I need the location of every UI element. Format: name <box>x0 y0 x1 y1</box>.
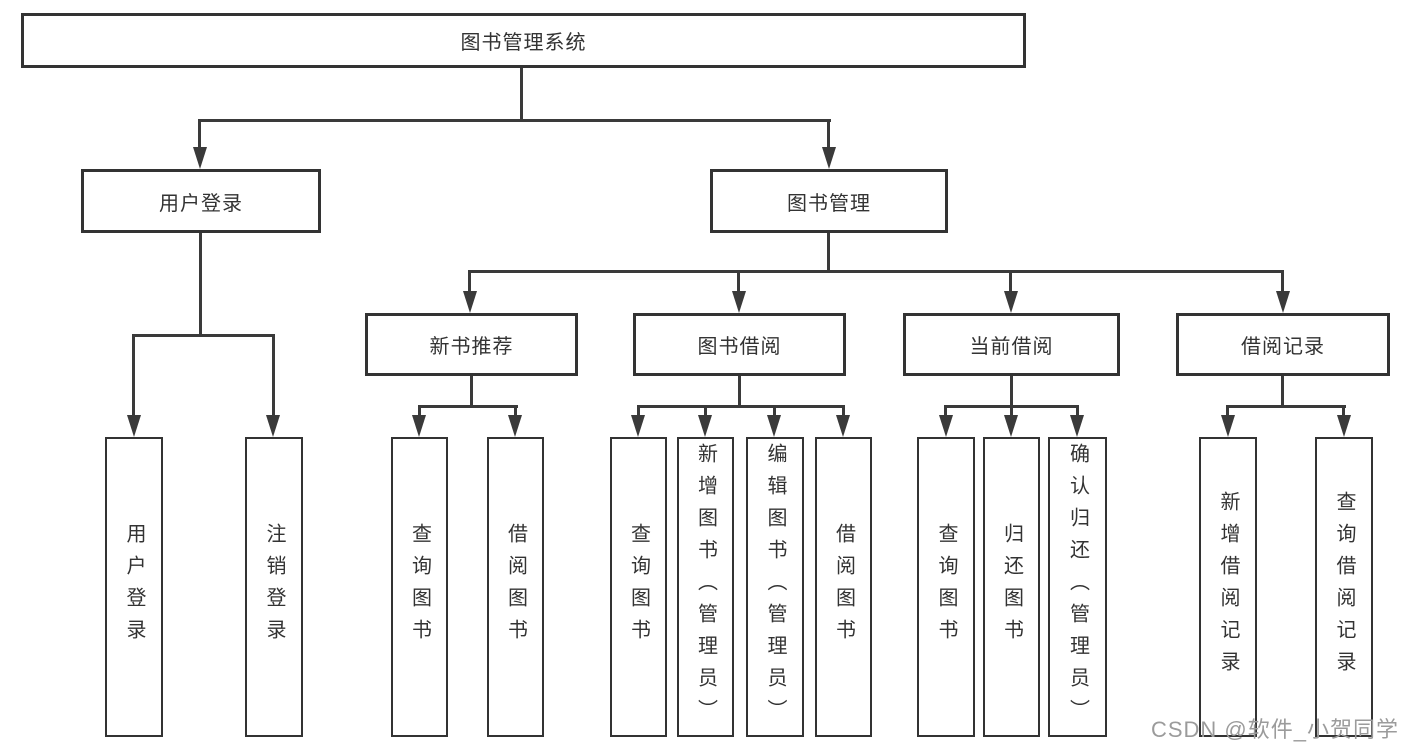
leaf-query-books-2: 查询图书 <box>610 437 667 737</box>
leaf-return-books: 归还图书 <box>983 437 1040 737</box>
connector-line <box>1226 405 1346 408</box>
node-user-login: 用户登录 <box>81 169 321 233</box>
node-new-book-recommend: 新书推荐 <box>365 313 578 376</box>
leaf-label: 查询图书 <box>408 523 431 651</box>
connector-line <box>520 66 523 122</box>
leaf-add-borrow-record: 新增借阅记录 <box>1199 437 1257 737</box>
leaf-add-books-admin: 新增图书（管理员） <box>677 437 734 737</box>
node-borrow-records: 借阅记录 <box>1176 313 1390 376</box>
arrowhead-down <box>1276 291 1290 313</box>
leaf-logout: 注销登录 <box>245 437 303 737</box>
leaf-label: 新增图书（管理员） <box>694 443 717 731</box>
node-current-borrow: 当前借阅 <box>903 313 1120 376</box>
connector-line <box>737 270 740 295</box>
leaf-label: 查询图书 <box>935 523 957 651</box>
arrowhead-down <box>1337 415 1351 437</box>
arrowhead-down <box>412 415 426 437</box>
connector-line <box>272 334 275 419</box>
arrowhead-down <box>1221 415 1235 437</box>
leaf-label: 归还图书 <box>1000 523 1023 651</box>
leaf-borrow-books-1: 借阅图书 <box>487 437 544 737</box>
connector-line <box>468 270 471 295</box>
leaf-label: 编辑图书（管理员） <box>764 443 786 731</box>
arrowhead-down <box>508 415 522 437</box>
leaf-query-books-3: 查询图书 <box>917 437 975 737</box>
connector-line <box>1281 374 1284 407</box>
arrowhead-down <box>127 415 141 437</box>
watermark: CSDN @软件_小贺同学 <box>1150 717 1399 742</box>
arrowhead-down <box>266 415 280 437</box>
connector-line <box>827 119 830 151</box>
connector-line <box>468 270 1284 273</box>
leaf-label: 注销登录 <box>263 523 285 651</box>
leaf-label: 借阅图书 <box>832 523 855 651</box>
connector-line <box>827 230 830 273</box>
arrowhead-down <box>463 291 477 313</box>
leaf-label: 查询图书 <box>627 523 650 651</box>
connector-line <box>199 230 202 337</box>
connector-line <box>944 405 947 419</box>
connector-line <box>637 405 845 408</box>
connector-line <box>1281 270 1284 295</box>
connector-line <box>1010 374 1013 407</box>
connector-line <box>773 405 776 419</box>
connector-line <box>842 405 845 419</box>
leaf-label: 查询借阅记录 <box>1333 491 1355 683</box>
node-root: 图书管理系统 <box>21 13 1026 68</box>
connector-line <box>132 334 135 419</box>
connector-line <box>198 119 201 151</box>
arrowhead-down <box>767 415 781 437</box>
connector-line <box>132 334 275 337</box>
leaf-edit-books-admin: 编辑图书（管理员） <box>746 437 804 737</box>
connector-line <box>1076 405 1079 419</box>
connector-line <box>1342 405 1345 419</box>
node-book-borrow: 图书借阅 <box>633 313 846 376</box>
connector-line <box>704 405 707 419</box>
connector-line <box>738 374 741 407</box>
connector-line <box>1010 405 1013 419</box>
arrowhead-down <box>1070 415 1084 437</box>
arrowhead-down <box>1004 415 1018 437</box>
connector-line <box>514 405 517 419</box>
arrowhead-down <box>939 415 953 437</box>
connector-line <box>198 119 831 122</box>
leaf-label: 新增借阅记录 <box>1217 491 1239 683</box>
arrowhead-down <box>631 415 645 437</box>
leaf-query-borrow-record: 查询借阅记录 <box>1315 437 1373 737</box>
leaf-borrow-books-2: 借阅图书 <box>815 437 872 737</box>
leaf-label: 用户登录 <box>123 523 145 651</box>
leaf-label: 借阅图书 <box>504 523 527 651</box>
arrowhead-down <box>822 147 836 169</box>
leaf-query-books-1: 查询图书 <box>391 437 448 737</box>
leaf-user-login: 用户登录 <box>105 437 163 737</box>
connector-line <box>1009 270 1012 295</box>
arrowhead-down <box>698 415 712 437</box>
arrowhead-down <box>1004 291 1018 313</box>
arrowhead-down <box>836 415 850 437</box>
connector-line <box>418 405 421 419</box>
leaf-confirm-return-admin: 确认归还（管理员） <box>1048 437 1107 737</box>
node-book-management: 图书管理 <box>710 169 948 233</box>
arrowhead-down <box>732 291 746 313</box>
arrowhead-down <box>193 147 207 169</box>
leaf-label: 确认归还（管理员） <box>1066 443 1089 731</box>
connector-line <box>470 374 473 407</box>
connector-line <box>1226 405 1229 419</box>
connector-line <box>637 405 640 419</box>
connector-line <box>418 405 518 408</box>
